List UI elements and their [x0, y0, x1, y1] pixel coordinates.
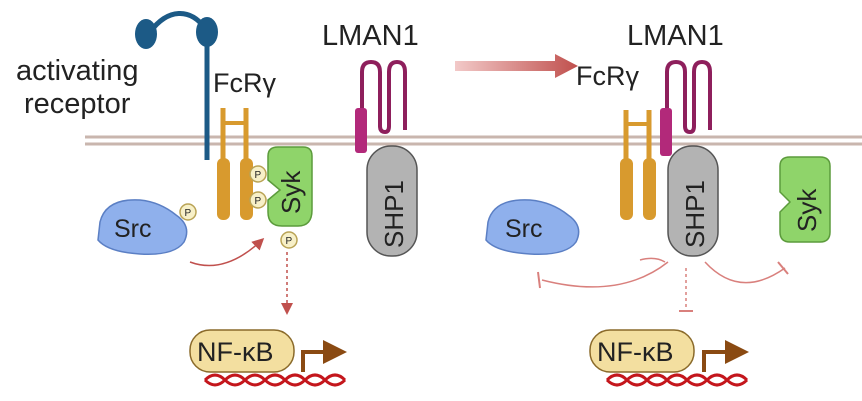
nfkb-right: NF-κB — [589, 329, 695, 373]
syk-left: Syk — [267, 146, 313, 227]
phospho-label-2: P — [255, 196, 262, 207]
inhibition-to-src — [537, 261, 669, 289]
cell-membrane — [85, 135, 862, 146]
syk-label-left: Syk — [276, 170, 306, 214]
src-right: Src — [485, 199, 580, 255]
activating-receptor-label-1: activating — [16, 55, 139, 87]
syk-right: Syk — [779, 156, 831, 243]
transition-arrow — [455, 54, 578, 78]
shp1-label-left: SHP1 — [379, 180, 409, 248]
phospho-label-4: P — [185, 208, 192, 219]
activating-receptor — [135, 11, 218, 160]
shp1-right: SHP1 — [667, 145, 719, 257]
lman1-label-left: LMAN1 — [322, 20, 419, 52]
fcr-dimer-right — [620, 110, 656, 220]
syk-label-right: Syk — [792, 188, 822, 232]
src-label-left: Src — [114, 215, 152, 243]
inhibition-to-nfkb — [679, 268, 693, 312]
phospho-group: P P P P — [179, 165, 298, 249]
lman1-left — [355, 59, 407, 153]
shp1-left: SHP1 — [366, 145, 418, 257]
dna-right — [605, 373, 749, 387]
inhibition-to-fcr — [639, 257, 666, 263]
nfkb-label-right: NF-κB — [597, 337, 674, 367]
lman1-right — [660, 59, 712, 156]
fcr-label-right: FcRγ — [576, 61, 639, 91]
nfkb-left: NF-κB — [189, 329, 295, 373]
dna-left — [203, 373, 347, 387]
src-left: Src — [97, 199, 188, 255]
inhibition-to-syk — [704, 261, 789, 284]
shp1-label-right: SHP1 — [680, 180, 710, 248]
src-label-right: Src — [505, 215, 543, 243]
promoter-arrow-left — [301, 340, 347, 372]
phospho-label-3: P — [286, 236, 293, 247]
phospho-label-1: P — [255, 170, 262, 181]
lman1-label-right: LMAN1 — [627, 20, 724, 52]
promoter-arrow-right — [702, 340, 749, 372]
fcr-dimer-left — [217, 108, 253, 220]
fcr-label-left: FcRγ — [213, 68, 276, 98]
src-to-syk-arrow — [189, 237, 265, 267]
activating-receptor-label-2: receptor — [24, 88, 131, 120]
nfkb-label-left: NF-κB — [197, 337, 274, 367]
